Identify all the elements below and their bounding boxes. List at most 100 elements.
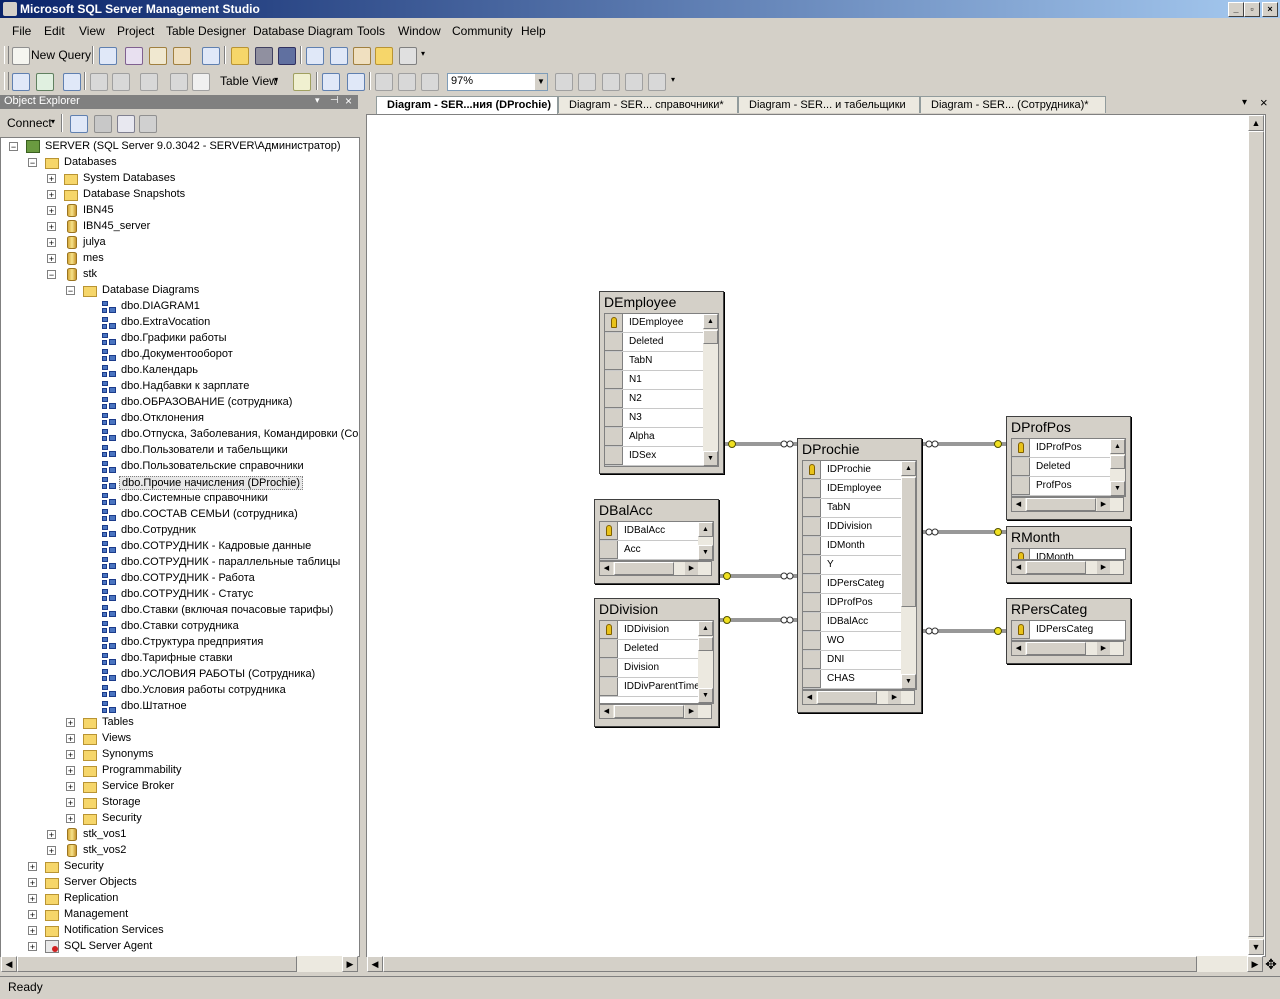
toolbar-overflow-icon[interactable]: ▾ (421, 49, 426, 58)
column-row[interactable]: IDMonth (803, 537, 916, 556)
scroll-left-icon[interactable]: ◀ (803, 691, 816, 704)
row-selector[interactable] (803, 537, 821, 555)
expand-icon[interactable]: + (47, 254, 56, 264)
scroll-thumb[interactable] (614, 562, 674, 575)
scroll-up-icon[interactable]: ▲ (901, 461, 916, 476)
table-hscrollbar[interactable]: ◀▶ (802, 690, 915, 705)
analysis-query-icon[interactable] (149, 47, 167, 65)
expand-icon[interactable]: + (47, 846, 56, 856)
row-selector[interactable] (600, 621, 618, 639)
row-selector[interactable] (1012, 458, 1030, 476)
expand-icon[interactable]: + (47, 206, 56, 216)
row-selector[interactable] (803, 651, 821, 669)
scroll-left-icon[interactable]: ◀ (1, 956, 17, 972)
expand-icon[interactable]: + (66, 814, 75, 824)
relationships-icon[interactable] (555, 73, 573, 91)
active-files-dropdown-icon[interactable]: ▾ (1242, 97, 1248, 108)
column-row[interactable]: WO (803, 632, 916, 651)
new-query-button[interactable]: New Query (31, 48, 92, 62)
expand-icon[interactable]: + (28, 894, 37, 904)
menu-database-diagram[interactable]: Database Diagram (253, 24, 354, 38)
table-vscrollbar[interactable]: ▲▼ (901, 461, 916, 689)
table-hscrollbar[interactable]: ◀▶ (599, 561, 712, 576)
menu-project[interactable]: Project (117, 24, 155, 38)
column-row[interactable]: N2 (605, 390, 718, 409)
scroll-down-icon[interactable]: ▼ (698, 688, 713, 703)
column-row[interactable]: N1 (605, 371, 718, 390)
toolbar-overflow-icon[interactable]: ▾ (671, 75, 676, 84)
scroll-right-icon[interactable]: ▶ (1247, 956, 1263, 972)
arrange-selection-icon[interactable] (322, 73, 340, 91)
sql-ce-query-icon[interactable] (202, 47, 220, 65)
column-row[interactable]: IDDivision (600, 621, 713, 640)
table-view-dropdown-icon[interactable]: ▾ (274, 75, 279, 84)
row-selector[interactable] (600, 541, 618, 559)
row-selector[interactable] (600, 522, 618, 540)
table-hscrollbar[interactable]: ◀▶ (599, 704, 712, 719)
expand-icon[interactable]: + (47, 238, 56, 248)
row-selector[interactable] (803, 518, 821, 536)
rel-demployee-dprochie[interactable] (724, 440, 797, 448)
scroll-thumb[interactable] (703, 330, 718, 344)
expand-icon[interactable]: + (66, 750, 75, 760)
mdx-query-icon[interactable] (173, 47, 191, 65)
rel-dprochie-rperscateg[interactable] (922, 627, 1006, 635)
chevron-down-icon[interactable]: ▼ (535, 74, 547, 90)
row-selector[interactable] (803, 632, 821, 650)
column-row[interactable]: IDProfPos (1012, 439, 1125, 458)
canvas-hscrollbar[interactable]: ◀ ▶ (367, 956, 1263, 972)
scroll-thumb[interactable] (1248, 131, 1264, 937)
column-row[interactable]: IDDivParentTime (600, 678, 713, 697)
disconnect-icon[interactable] (94, 115, 112, 133)
column-row[interactable]: IDPersCateg (803, 575, 916, 594)
table-vscrollbar[interactable]: ▲▼ (703, 314, 718, 466)
column-row[interactable]: Acc (600, 541, 713, 560)
zoom-select[interactable]: 97% ▼ (447, 73, 548, 91)
toolbar-grip[interactable] (4, 72, 9, 90)
expand-icon[interactable]: + (47, 190, 56, 200)
rel-dbalacc-dprochie[interactable] (719, 572, 797, 580)
minimize-button[interactable]: _ (1228, 2, 1244, 17)
table-vscrollbar[interactable]: ▲▼ (698, 522, 713, 560)
column-row[interactable]: DNI (803, 651, 916, 670)
row-selector[interactable] (605, 352, 623, 370)
generate-script-icon[interactable] (140, 73, 158, 91)
menu-window[interactable]: Window (398, 24, 441, 38)
scroll-right-icon[interactable]: ▶ (888, 691, 901, 704)
expand-icon[interactable]: + (28, 862, 37, 872)
expand-icon[interactable]: + (66, 798, 75, 808)
column-row[interactable]: Deleted (605, 333, 718, 352)
primary-key-icon[interactable] (170, 73, 188, 91)
scroll-thumb[interactable] (1026, 561, 1086, 574)
scroll-left-icon[interactable]: ◀ (1012, 498, 1025, 511)
refresh-icon[interactable] (117, 115, 135, 133)
manage-indexes-icon[interactable] (578, 73, 596, 91)
object-explorer-tree[interactable]: − SERVER (SQL Server 9.0.3042 - SERVER\А… (0, 137, 360, 957)
row-selector[interactable] (803, 575, 821, 593)
collapse-icon[interactable]: − (66, 286, 75, 296)
scroll-up-icon[interactable]: ▲ (1248, 115, 1264, 131)
row-selector[interactable] (605, 428, 623, 446)
canvas-vscrollbar[interactable]: ▲ ▼ (1248, 115, 1264, 955)
table-hscrollbar[interactable]: ◀▶ (1011, 560, 1124, 575)
scroll-thumb[interactable] (17, 956, 297, 972)
row-selector[interactable] (1012, 439, 1030, 457)
manage-xml-indexes-icon[interactable] (625, 73, 643, 91)
scroll-left-icon[interactable]: ◀ (600, 705, 613, 718)
scroll-left-icon[interactable]: ◀ (600, 562, 613, 575)
row-selector[interactable] (605, 409, 623, 427)
connect-dropdown-icon[interactable]: ▾ (51, 117, 56, 126)
rel-ddivision-dprochie[interactable] (719, 616, 797, 624)
window-position-icon[interactable]: ▾ (315, 95, 320, 105)
menu-file[interactable]: File (12, 24, 32, 38)
row-selector[interactable] (600, 640, 618, 658)
tab-user-reference[interactable]: Diagram - SER... справочники* (558, 96, 738, 113)
row-selector[interactable] (605, 390, 623, 408)
expand-icon[interactable]: + (66, 734, 75, 744)
remove-from-diagram-icon[interactable] (112, 73, 130, 91)
expand-icon[interactable]: + (28, 910, 37, 920)
row-selector[interactable] (803, 480, 821, 498)
object-explorer-hscrollbar[interactable]: ◀ ▶ (1, 956, 358, 972)
scroll-left-icon[interactable]: ◀ (1012, 561, 1025, 574)
